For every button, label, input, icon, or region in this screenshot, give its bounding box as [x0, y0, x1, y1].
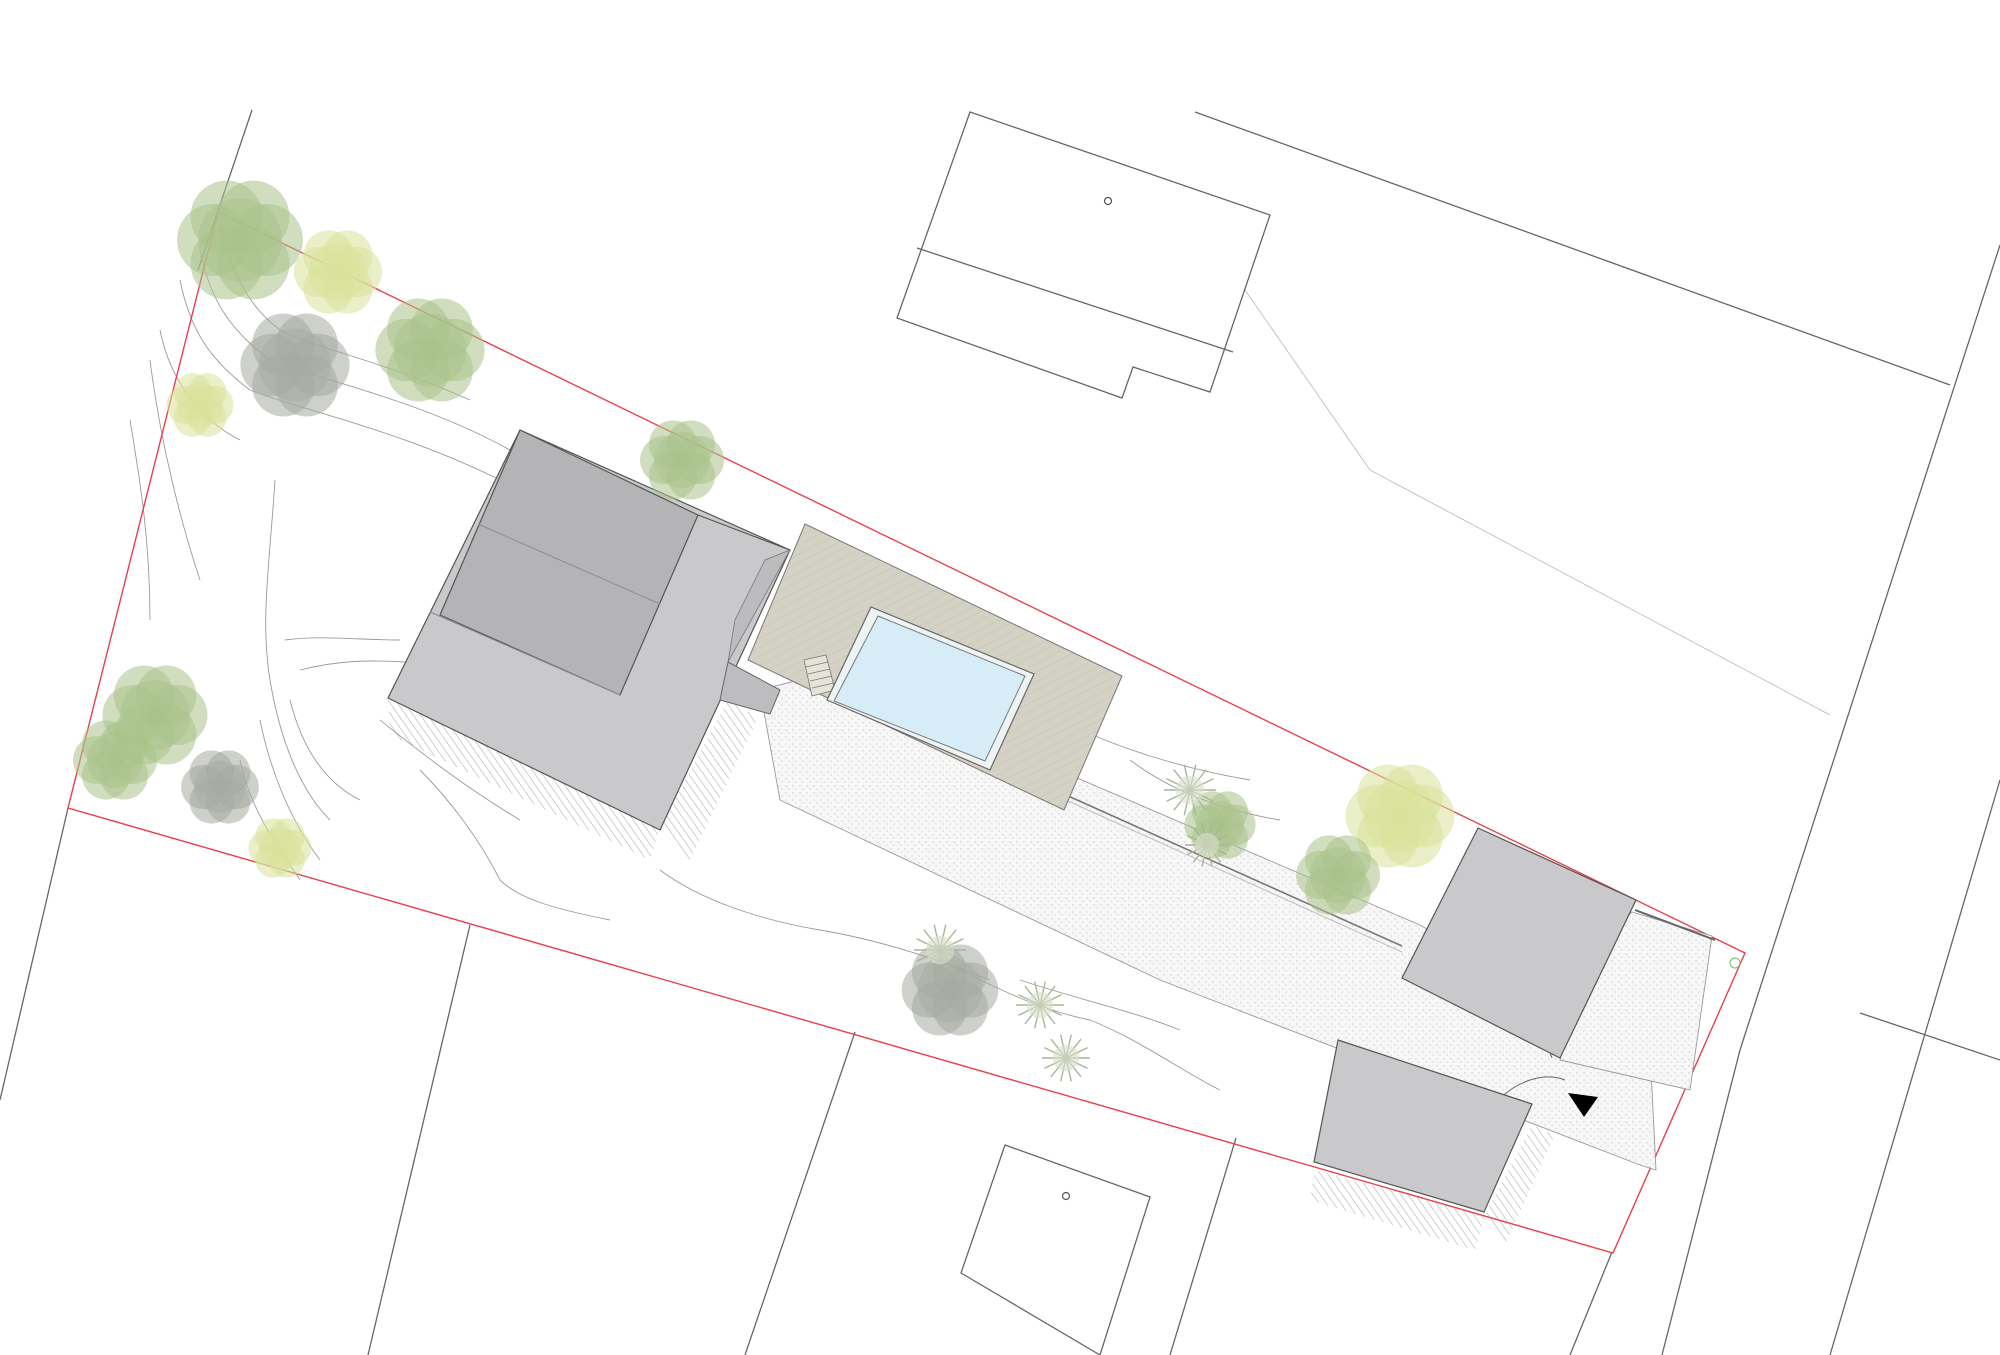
neighbouring-parcel-lines: [0, 109, 2000, 1355]
trees: [73, 180, 1455, 1036]
palm-icon: [1042, 1034, 1090, 1082]
tree-icon: [177, 180, 303, 300]
boundary-marker-icon: [1729, 957, 1741, 969]
tree-icon: [166, 373, 234, 437]
garage-roof: [1401, 827, 1637, 1059]
palm-icon: [1016, 981, 1064, 1029]
tree-icon: [1296, 835, 1380, 915]
tree-icon: [293, 230, 383, 314]
tree-icon: [1345, 764, 1455, 868]
tree-icon: [73, 720, 157, 800]
plot-boundary: [67, 210, 1746, 1254]
tree-icon: [248, 818, 312, 878]
main-house-roof: [387, 429, 791, 831]
palm-icon: [1185, 823, 1229, 867]
neighbour-building-north: [896, 111, 1271, 399]
neighbour-building-south: [960, 1144, 1151, 1355]
palm-icon: [914, 924, 966, 976]
tree-icon: [240, 313, 350, 417]
swimming-pool: [826, 606, 1035, 771]
palms: [914, 764, 1229, 1082]
entrance-arrow-icon: [1568, 1093, 1598, 1117]
palm-icon: [1164, 764, 1216, 816]
tree-icon: [181, 750, 259, 824]
tree-icon: [901, 944, 999, 1036]
ground-hatching: [388, 698, 1555, 1250]
tree-icon: [640, 420, 724, 500]
tree-icon: [375, 298, 485, 402]
carport-roof: [1313, 1039, 1533, 1213]
